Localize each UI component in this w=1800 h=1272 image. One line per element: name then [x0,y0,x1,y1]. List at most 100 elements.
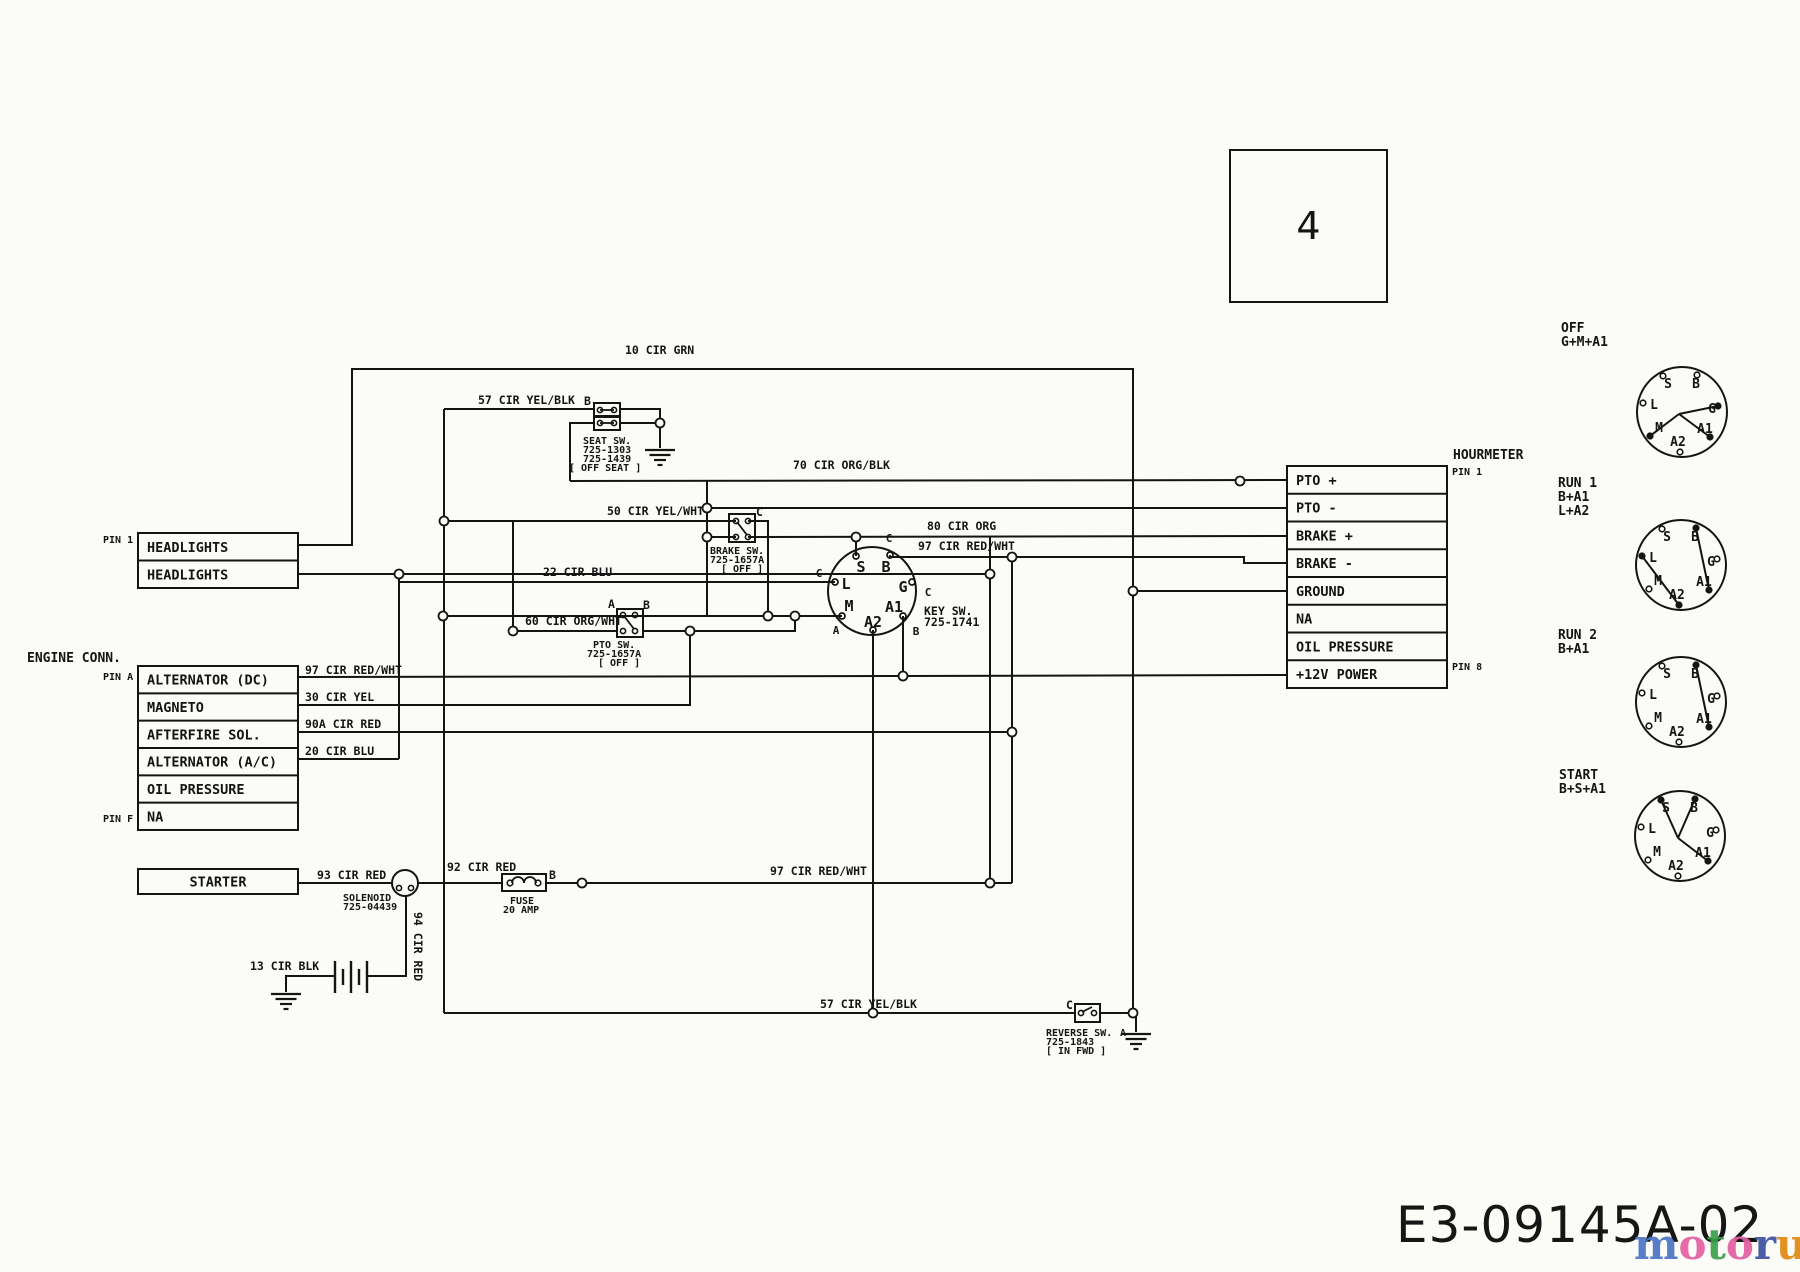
key-position-run-2-terminal-label-G: G [1707,692,1715,707]
key-position-run-2-terminal-label-B: B [1691,667,1699,682]
key-position-run-1-terminal-M [1645,585,1653,593]
wire-label: 90A CIR RED [305,717,381,731]
wire-label: 725-1303 [583,445,631,456]
junction-node [393,568,405,580]
key-terminal-S [852,552,860,560]
wire-label: A [608,597,615,611]
hourmeter-row-label: BRAKE + [1296,528,1353,544]
key-switch-body [827,546,917,636]
wire-label: PTO SW. [593,640,635,651]
brake-switch-contact [744,517,752,525]
key-position-run-1-circle [1635,519,1727,611]
key-terminal-M [838,612,846,620]
fuse-element [511,876,537,884]
key-terminal-tag-A1: B [913,625,920,638]
wire-label: PIN 1 [103,535,133,546]
fuse-box [501,873,547,892]
key-position-start-terminal-label-A1: A1 [1695,846,1711,861]
key-position-run-2-terminal-A2 [1675,738,1683,746]
key-position-start-contact-line [1660,799,1679,839]
key-position-start-terminal-G [1712,826,1720,834]
key-position-start-terminal-label-L: L [1648,822,1656,837]
wire-label: 725-1657A [587,649,641,660]
key-position-run-2-terminal-L [1638,689,1646,697]
key-position-run-2-terminal-label-A2: A2 [1669,725,1685,740]
wire-label: 10 CIR GRN [625,343,694,357]
watermark-logo: motoruf.de [1634,1220,1800,1269]
key-position-off-terminal-S [1659,372,1667,380]
junction-node [1234,475,1246,487]
key-position-start-terminal-label-G: G [1706,826,1714,841]
junction-node [438,515,450,527]
key-position-start-circle [1634,790,1726,882]
reverse-switch-arm [1081,1006,1093,1013]
key-position-run-2-terminal-label-S: S [1663,667,1671,682]
key-position-off-contact-line [1678,405,1719,415]
hourmeter-row-label: OIL PRESSURE [1296,639,1394,655]
wire-label: B [549,868,556,882]
wire-label: 725-1741 [924,615,979,629]
wire-label: B+A1 [1558,642,1589,657]
watermark-letter: r [1753,1220,1777,1269]
wire-label: 725-1657A [710,555,764,566]
seat-switch-box [593,416,621,431]
junction-node [654,417,666,429]
wire-label: [ OFF ] [598,658,640,669]
wire-label: 97 CIR RED/WHT [770,864,867,878]
key-position-off-terminal-label-S: S [1664,377,1672,392]
key-terminal-label-S: S [856,558,865,576]
wire-label: 725-1843 [1046,1037,1094,1048]
junction-node [1006,726,1018,738]
wire-label: 22 CIR BLU [543,565,612,579]
headlights-row-label: HEADLIGHTS [147,540,228,556]
wire-label: PIN A [103,672,133,683]
brake-switch-contact [744,533,752,541]
wire-label: 97 CIR RED/WHT [918,539,1015,553]
document-code: E3-09145A-02 [1396,1196,1764,1254]
reverse-switch-box [1074,1003,1101,1023]
solenoid-symbol [391,869,419,897]
wire-label: C [756,505,763,519]
junction-node [1006,551,1018,563]
key-terminal-label-A1: A1 [885,598,903,616]
wire-label: B+A1 [1558,490,1589,505]
wire-label: 20 CIR BLU [305,744,374,758]
key-position-start-terminal-A2 [1674,872,1682,880]
hourmeter-row-label: BRAKE - [1296,556,1353,572]
hourmeter-row-label: +12V POWER [1296,667,1378,683]
engine-row-label: AFTERFIRE SOL. [147,727,261,743]
wire-label: 30 CIR YEL [305,690,374,704]
key-position-run-1-terminal-label-L: L [1649,551,1657,566]
wire-label: RUN 1 [1558,476,1597,491]
wire-label: PIN 8 [1452,662,1482,673]
key-position-start-contact-line [1677,837,1709,862]
key-position-run-2-terminal-label-L: L [1649,688,1657,703]
wire-seat-left-2 [569,422,594,481]
engine-row-label: ALTERNATOR (A/C) [147,755,277,771]
wire-label: A [1120,1028,1126,1039]
wire-label: L+A2 [1558,504,1589,519]
watermark-letter: t [1706,1220,1726,1269]
wire-label: SOLENOID [343,893,391,904]
key-position-start-terminal-label-A2: A2 [1668,859,1684,874]
wire-seat-right-1 [620,408,661,423]
key-position-off-terminal-B [1693,371,1701,379]
key-terminal-B [886,551,894,559]
key-terminal-label-B: B [881,558,890,576]
junction-node [762,610,774,622]
headlights-row-label: HEADLIGHTS [147,567,228,583]
junction-node [1127,585,1139,597]
wire-label: BRAKE SW. [710,546,764,557]
key-position-start-terminal-label-B: B [1690,801,1698,816]
key-position-start-terminal-L [1637,823,1645,831]
wire-label: START [1559,768,1598,783]
junction-node [984,877,996,889]
key-position-run-1-terminal-G [1713,555,1721,563]
key-terminal-label-M: M [844,597,853,615]
wire-label: [ IN FWD ] [1046,1046,1106,1057]
key-position-run-2-terminal-label-M: M [1654,711,1662,726]
wire-label: KEY SW. [924,604,972,618]
wire-label: B+S+A1 [1559,782,1606,797]
key-position-off-terminal-L [1639,399,1647,407]
pto-switch-contact [619,611,627,619]
